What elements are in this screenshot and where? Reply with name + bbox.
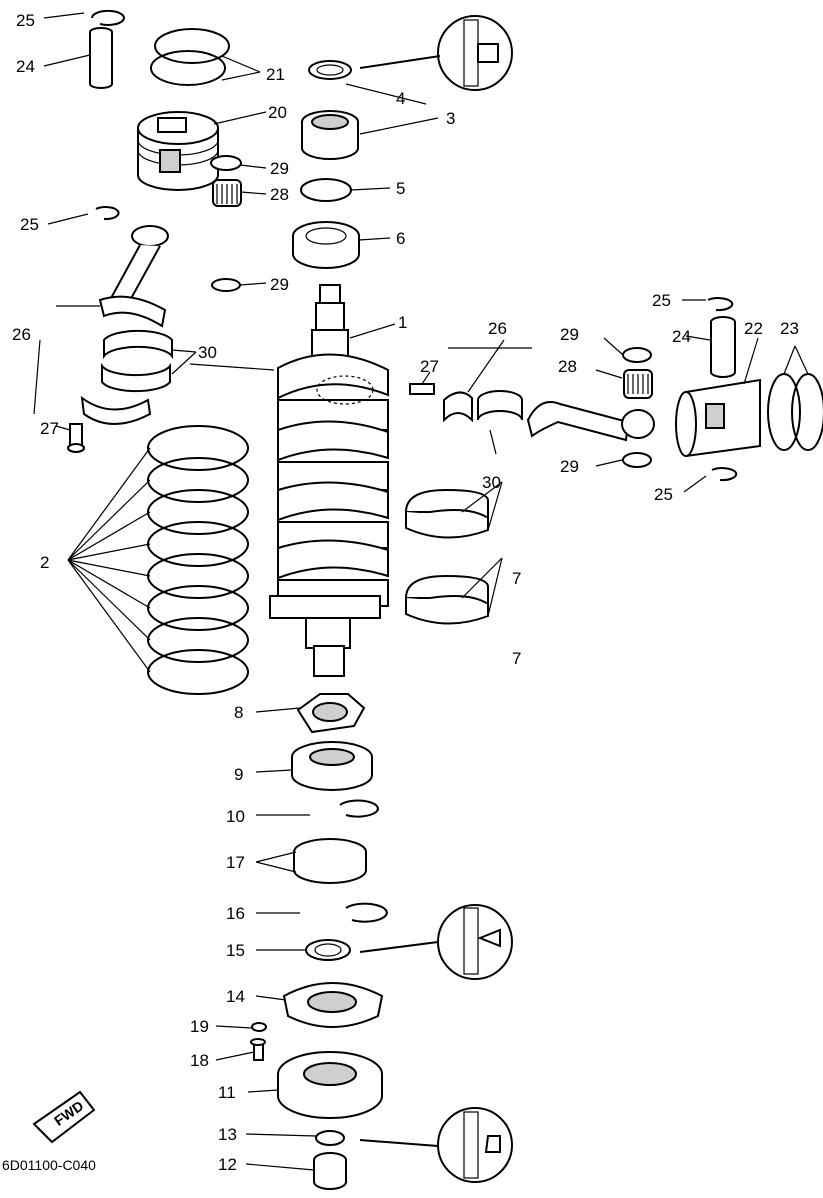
- crankshaft: [269, 284, 389, 677]
- label-11: 11: [218, 1083, 236, 1102]
- label-16: 16: [226, 904, 245, 923]
- label-25-mid-left: 25: [20, 215, 39, 234]
- label-6: 6: [396, 229, 405, 248]
- rod-cap-right: [443, 391, 473, 423]
- small-end-bearing-left: [210, 155, 242, 207]
- detail-callout-middle: [359, 904, 513, 980]
- sleeve-17: [293, 838, 367, 884]
- bolt-18: [250, 1038, 266, 1061]
- label-2: 2: [40, 553, 49, 572]
- circlip-top-right: [707, 297, 734, 312]
- label-14: 14: [226, 987, 245, 1006]
- label-7-upper: 7: [512, 569, 521, 588]
- piston-right: [675, 378, 761, 458]
- label-17: 17: [226, 853, 245, 872]
- label-28-right: 28: [558, 357, 577, 376]
- label-1: 1: [398, 313, 407, 332]
- label-13: 13: [218, 1125, 237, 1144]
- label-7-lower: 7: [512, 649, 521, 668]
- rod-bolt-left: [67, 423, 85, 453]
- label-26-right: 26: [488, 319, 507, 338]
- snap-ring-16: [345, 902, 388, 923]
- label-8: 8: [234, 703, 243, 722]
- oil-seal-4: [308, 60, 352, 80]
- label-24-right: 24: [672, 327, 691, 346]
- label-21: 21: [266, 65, 285, 84]
- rod-cap-left: [80, 395, 152, 425]
- circlip-top-left: [90, 9, 125, 26]
- label-18: 18: [190, 1051, 209, 1070]
- part-labels: 1 2 3 4 5 6 7 7 8 9 10 11 12 13 14 15 16…: [12, 11, 799, 1174]
- bearing-halves-right: [477, 390, 523, 421]
- label-27-left: 27: [40, 419, 59, 438]
- label-30-left: 30: [198, 343, 217, 362]
- detail-callout-top: [359, 15, 513, 91]
- label-29-lower-right: 29: [560, 457, 579, 476]
- label-25-bottom-right: 25: [654, 485, 673, 504]
- figure-code: 6D01100-C040: [2, 1157, 96, 1173]
- label-26-left: 26: [12, 325, 31, 344]
- fwd-direction-icon: FWD: [32, 1090, 96, 1144]
- piston-left: [137, 111, 219, 191]
- o-ring-5: [300, 178, 352, 202]
- seal-housing-11: [277, 1051, 383, 1119]
- circlip-mid-left: [95, 206, 120, 221]
- label-24-left: 24: [16, 57, 35, 76]
- washer-19: [251, 1022, 267, 1032]
- oil-seal-15: [305, 939, 351, 961]
- label-4: 4: [396, 89, 405, 108]
- label-5: 5: [396, 179, 405, 198]
- label-22: 22: [744, 319, 763, 338]
- connecting-rod-left: [98, 225, 169, 328]
- piston-pin-right: [710, 316, 736, 378]
- bearing-9: [291, 741, 373, 791]
- label-29-upper-left: 29: [270, 159, 289, 178]
- connecting-rod-right: [526, 401, 655, 442]
- label-25-top-left: 25: [16, 11, 35, 30]
- label-27-right: 27: [420, 357, 439, 376]
- sleeve-12: [313, 1152, 347, 1190]
- detail-callout-bottom: [359, 1107, 513, 1183]
- oil-seal-13: [315, 1130, 345, 1146]
- label-15: 15: [226, 941, 245, 960]
- bearing-halves-left: [101, 329, 173, 393]
- label-25-top-right: 25: [652, 291, 671, 310]
- piston-rings-right: [767, 373, 823, 451]
- small-end-bearing-right: [623, 369, 653, 399]
- washer-29-lower-right: [622, 452, 652, 468]
- label-29-lower-left: 29: [270, 275, 289, 294]
- label-23: 23: [780, 319, 799, 338]
- label-3: 3: [446, 109, 455, 128]
- washer-left: [211, 278, 241, 292]
- label-29-upper-right: 29: [560, 325, 579, 344]
- piston-rings-left: [150, 28, 230, 86]
- label-9: 9: [234, 765, 243, 784]
- main-bearing-7-upper: [404, 488, 489, 539]
- washer-29-upper-right: [622, 347, 652, 363]
- label-20: 20: [268, 103, 287, 122]
- piston-pin-left: [89, 27, 113, 89]
- label-12: 12: [218, 1155, 237, 1174]
- rod-bolt-right: [409, 383, 435, 395]
- bearing-6: [292, 221, 360, 269]
- retainer-8: [296, 693, 366, 734]
- snap-ring-10: [339, 799, 379, 818]
- housing-14: [282, 982, 384, 1028]
- needle-bearing-3: [301, 110, 359, 160]
- leader-lines: [33, 12, 809, 1171]
- label-30-right: 30: [482, 473, 501, 492]
- label-19: 19: [190, 1017, 209, 1036]
- label-10: 10: [226, 807, 245, 826]
- seal-ring-stack: [147, 425, 249, 695]
- main-bearing-7-lower: [404, 574, 489, 625]
- circlip-bottom-right: [711, 467, 738, 482]
- label-28-left: 28: [270, 185, 289, 204]
